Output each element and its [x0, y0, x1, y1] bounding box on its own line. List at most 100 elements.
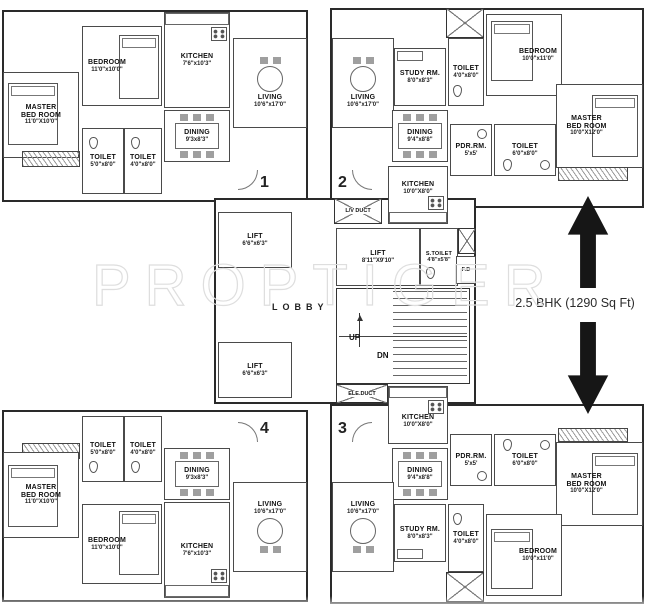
- round-table-icon: [257, 517, 283, 544]
- room-powder-u2: PDR.RM.5'x5': [450, 124, 492, 176]
- kitchen-counter: [165, 13, 229, 25]
- room-dims: 10'0"X8'0": [403, 421, 433, 428]
- toilet-icon: [453, 85, 462, 97]
- room-dims: 6'6"x6'3": [242, 240, 268, 247]
- chairs-icon: [403, 452, 437, 459]
- room-label: TOILET: [512, 452, 538, 460]
- room-dims: 5'x5': [464, 150, 478, 157]
- room-label: MASTER BED ROOM: [566, 114, 607, 130]
- balcony-hatch: [22, 151, 80, 167]
- room-label: TOILET: [453, 530, 479, 538]
- room-dims: 10'6"x17'0": [347, 509, 379, 516]
- stove-icon: [211, 27, 227, 41]
- sink-icon: [540, 160, 550, 170]
- duct-box: [458, 228, 476, 254]
- bed-icon: [491, 21, 533, 81]
- bed-icon: [592, 95, 638, 157]
- room-label: BEDROOM: [519, 47, 557, 55]
- room-dims: 10'6"x17'0": [347, 102, 379, 109]
- room-dims: 10'6"x17'0": [254, 509, 286, 516]
- room-label: LIVING: [350, 94, 376, 102]
- room-dims: 10'0"X12'0": [570, 488, 603, 495]
- up-label: UP: [349, 333, 361, 342]
- ele-duct-box: ELE.DUCT: [336, 384, 388, 404]
- room-dims: 10'0"x11'0": [522, 55, 554, 62]
- chairs-icon: [180, 151, 214, 158]
- room-label: DINING: [407, 466, 433, 474]
- room-dims: 9'4"x8'8": [407, 136, 433, 143]
- room-label: TOILET: [512, 142, 538, 150]
- chairs-icon: [403, 114, 437, 121]
- room-dims: 7'6"x10'3": [182, 550, 212, 557]
- room-label: F.D: [461, 266, 471, 273]
- toilet-icon: [426, 267, 435, 279]
- unit-number-4: 4: [260, 420, 269, 437]
- sink-icon: [477, 471, 487, 481]
- staircase: UP DN: [336, 288, 470, 384]
- bed-icon: [8, 83, 58, 145]
- chairs-icon: [352, 545, 374, 553]
- room-study-u3: STUDY RM.8'0"x8'3": [394, 504, 446, 562]
- room-label: PDR.RM.: [455, 452, 487, 460]
- balcony-hatch: [558, 167, 628, 181]
- chairs-icon: [259, 545, 281, 553]
- chairs-icon: [352, 57, 374, 65]
- bottom-fade: [0, 596, 646, 612]
- toilet-icon: [503, 159, 512, 171]
- room-dims: 5'0"x8'0": [90, 161, 116, 168]
- stove-icon: [428, 196, 444, 210]
- round-table-icon: [257, 66, 283, 93]
- toilet-icon: [131, 137, 140, 149]
- room-label: TOILET: [130, 153, 156, 161]
- bed-icon: [592, 453, 638, 515]
- room-dims: 9'3x8'3": [185, 136, 209, 143]
- room-dims: 11'0"x10'0": [91, 544, 123, 551]
- lv-duct-box: L/V DUCT: [334, 198, 382, 224]
- duct-label: L/V DUCT: [344, 207, 372, 215]
- chairs-icon: [403, 151, 437, 158]
- room-dims: 4'8"x5'8": [427, 257, 451, 263]
- room-label: LIFT: [247, 362, 263, 370]
- room-dims: 8'0"x8'3": [407, 533, 433, 540]
- room-label: S.TOILET: [425, 250, 453, 257]
- stove-icon: [211, 569, 227, 583]
- round-table-icon: [350, 66, 376, 93]
- room-dims: 11'0"X10'0": [24, 499, 58, 506]
- room-label: TOILET: [90, 153, 116, 161]
- room-label: BEDROOM: [88, 536, 126, 544]
- up-arrow-icon: [567, 196, 609, 288]
- round-table-icon: [350, 517, 376, 544]
- balcony-hatch: [558, 428, 628, 442]
- room-label: STUDY RM.: [399, 525, 441, 533]
- bhk-label: 2.5 BHK (1290 Sq Ft): [515, 296, 635, 310]
- room-label: MASTER BED ROOM: [20, 483, 62, 499]
- room-dims: 10'0"x11'0": [522, 555, 554, 562]
- unit-number-3: 3: [338, 420, 347, 437]
- sink-icon: [540, 440, 550, 450]
- toilet-icon: [503, 439, 512, 451]
- bed-icon: [8, 465, 58, 527]
